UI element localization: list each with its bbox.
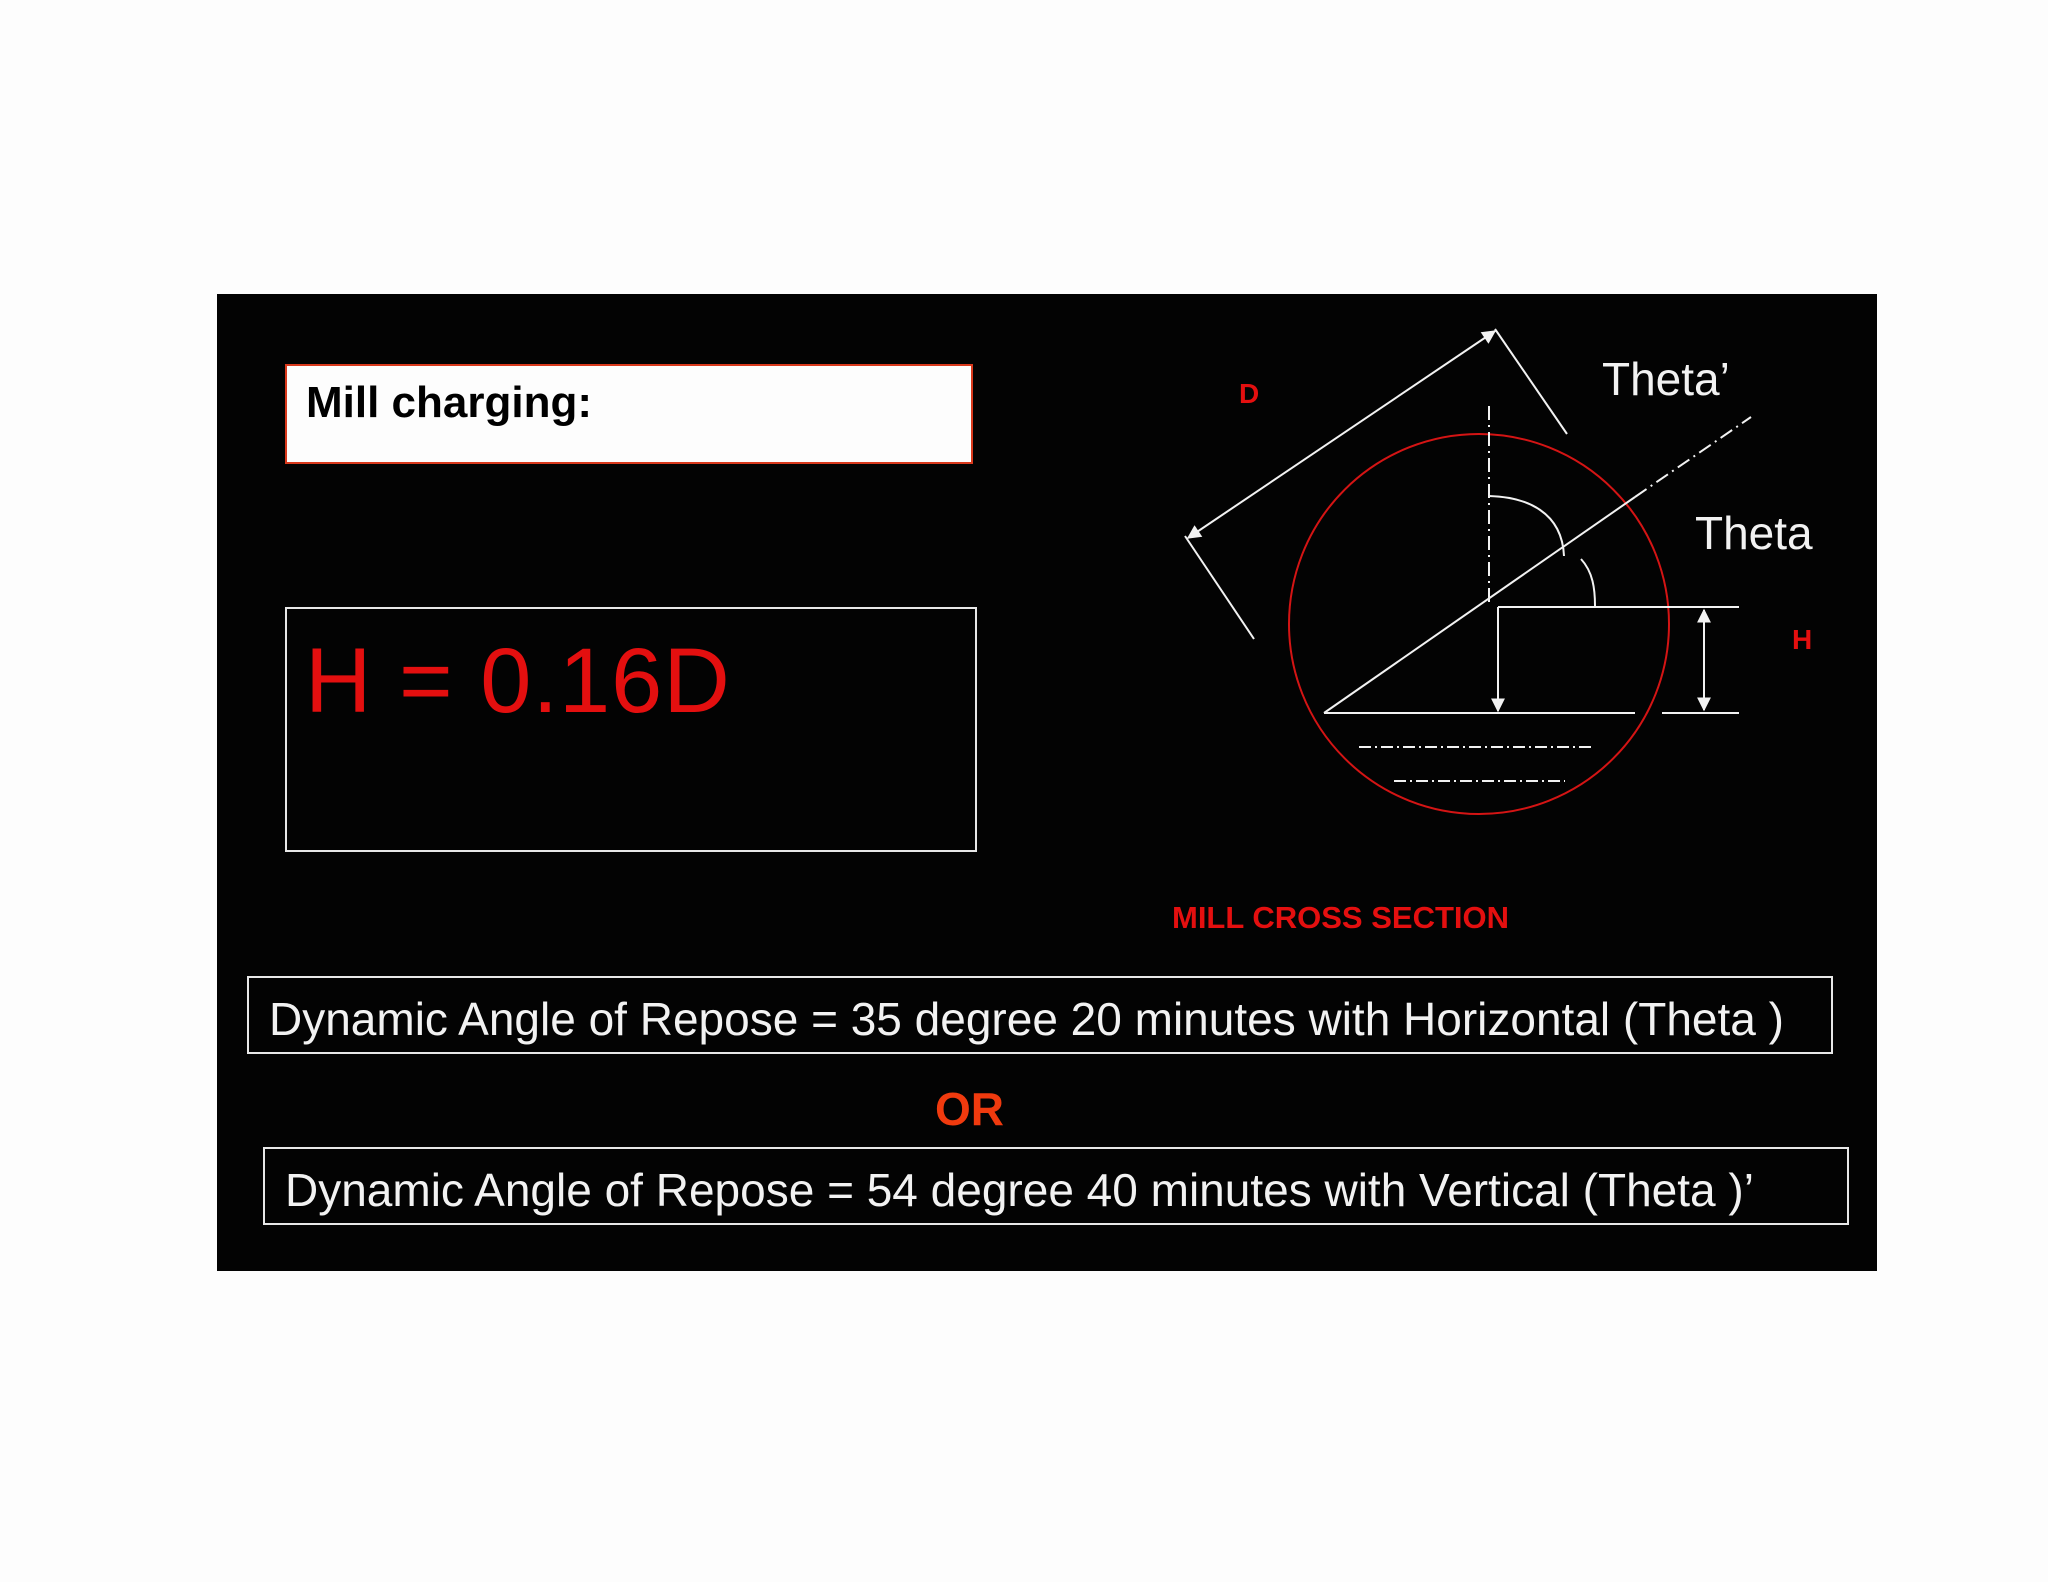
title-box: Mill charging: bbox=[285, 364, 973, 464]
theta-arc bbox=[1580, 558, 1596, 607]
d-dimension-arrow bbox=[1186, 330, 1497, 539]
diameter-label: D bbox=[1239, 378, 1260, 409]
slide-title: Mill charging: bbox=[306, 378, 592, 427]
or-separator: OR bbox=[935, 1083, 1004, 1135]
d-extension-line-right bbox=[1494, 328, 1568, 435]
equation-vertical-text: Dynamic Angle of Repose = 54 degree 40 m… bbox=[285, 1164, 1754, 1216]
d-extension-line-left bbox=[1184, 535, 1255, 640]
mill-shell-circle bbox=[1288, 433, 1670, 815]
diagram-caption: MILL CROSS SECTION bbox=[1172, 900, 1510, 935]
equation-vertical-box: Dynamic Angle of Repose = 54 degree 40 m… bbox=[263, 1147, 1849, 1225]
charge-surface-extension bbox=[1634, 416, 1752, 498]
formula-text: H = 0.16D bbox=[305, 630, 731, 732]
equation-horizontal-box: Dynamic Angle of Repose = 35 degree 20 m… bbox=[247, 976, 1833, 1054]
theta-prime-label: Theta’ bbox=[1602, 353, 1730, 405]
mill-cross-section-diagram bbox=[1184, 328, 1752, 815]
formula-box: H = 0.16D bbox=[285, 607, 977, 852]
theta-prime-arc bbox=[1488, 495, 1565, 557]
height-label: H bbox=[1792, 624, 1813, 655]
equation-horizontal-text: Dynamic Angle of Repose = 35 degree 20 m… bbox=[269, 993, 1784, 1045]
charge-surface-line bbox=[1323, 496, 1636, 714]
slide: Mill charging: H = 0.16D bbox=[217, 294, 1877, 1271]
theta-label: Theta bbox=[1695, 507, 1813, 559]
